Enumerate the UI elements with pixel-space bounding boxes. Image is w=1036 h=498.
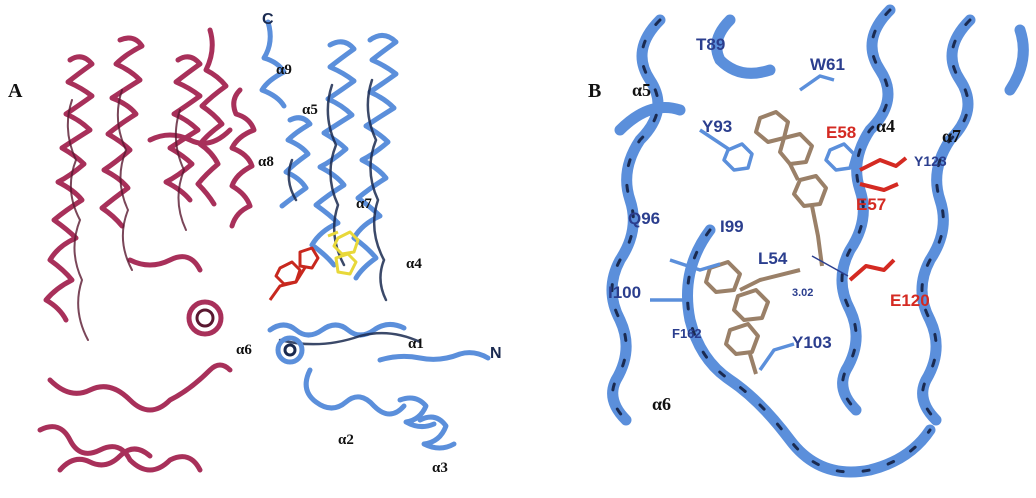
label-distance: 3.02 (792, 287, 813, 299)
label-a7: α7 (356, 196, 372, 212)
panel-a-label: A (8, 80, 23, 102)
label-b-a5: α5 (632, 80, 651, 100)
side-chains-red (848, 156, 908, 282)
panel-b-binding-site: T89 W61 α5 α4 α7 Y93 E58 Y123 E57 Q96 I9… (606, 4, 1029, 478)
panel-a: A (8, 11, 502, 476)
ligand-red (268, 246, 320, 301)
label-w61: W61 (810, 55, 845, 74)
chain2-ring (275, 335, 305, 365)
label-a3: α3 (432, 460, 448, 476)
label-a8: α8 (258, 154, 274, 170)
label-a4: α4 (406, 256, 422, 272)
label-a1: α1 (408, 336, 424, 352)
panel-b-label: B (588, 80, 602, 102)
label-a6: α6 (236, 342, 252, 358)
label-i100: I100 (608, 283, 641, 302)
distance-line (811, 255, 849, 277)
helix-stripes (610, 8, 972, 474)
label-i99: I99 (720, 217, 744, 236)
label-e120: E120 (890, 291, 930, 310)
label-y123: Y123 (914, 153, 947, 169)
label-b-a7: α7 (942, 126, 961, 146)
label-q96: Q96 (628, 209, 660, 228)
ligand-yellow (327, 230, 360, 276)
label-n-terminus: N (490, 345, 502, 362)
label-c-terminus: C (262, 11, 274, 28)
chain1-ribbon (37, 27, 257, 473)
chain1-ring-inner (195, 308, 215, 328)
chain1-ring (186, 299, 224, 337)
panel-a-ribbon-structure: C α9 α5 α8 α7 α4 α1 N α6 α2 α3 (37, 11, 502, 476)
label-e58: E58 (826, 123, 856, 142)
label-t89: T89 (696, 35, 725, 54)
side-chains-blue (650, 74, 856, 372)
chain1-dark-shading (66, 89, 187, 341)
label-b-a4: α4 (876, 116, 895, 136)
chain2-ribbon (259, 19, 491, 451)
ligand-sticks (704, 110, 828, 375)
label-a5: α5 (302, 102, 318, 118)
label-a2: α2 (338, 432, 354, 448)
chain2-ring-inner (283, 343, 297, 357)
label-l54: L54 (758, 249, 788, 268)
label-e57: E57 (856, 195, 886, 214)
label-f162: F162 (672, 326, 702, 341)
label-a9: α9 (276, 62, 292, 78)
label-y93: Y93 (702, 117, 732, 136)
label-y103: Y103 (792, 333, 832, 352)
label-b-a6: α6 (652, 394, 671, 414)
panel-b: B (560, 0, 1036, 498)
